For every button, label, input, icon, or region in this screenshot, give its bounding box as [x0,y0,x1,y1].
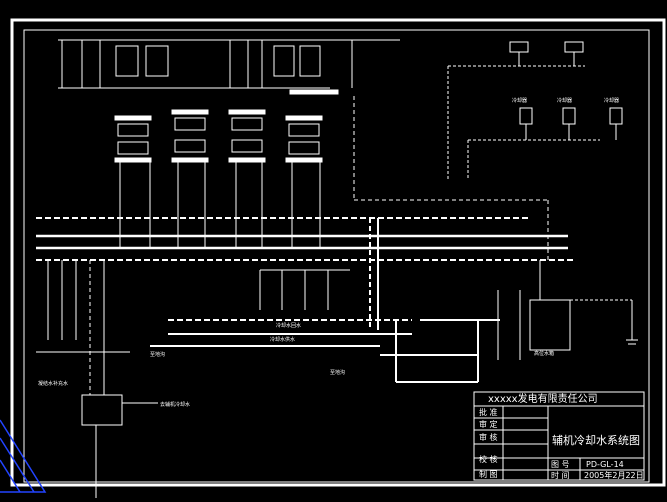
right-instrument-panels [447,41,623,180]
cooler-3-label: 冷却器 [604,97,619,104]
approve-label: 批 准 [479,407,498,417]
title-block [473,391,645,481]
top-instrument-panel [58,39,400,95]
main-headers [36,96,576,330]
cooler-2-label: 冷却器 [557,97,572,104]
company-name: xxxxx发电有限责任公司 [488,392,598,405]
left-downcomers [36,260,158,498]
drawing-no-label: 图 号 [551,460,570,469]
audit-label: 审 核 [479,432,498,442]
drain-left-label: 至地沟 [150,351,165,358]
cooler-1-label: 冷却器 [512,97,527,104]
bottom-left-tank-label: 凝结水补充水 [38,380,68,387]
lower-distribution [150,269,500,383]
check-label: 校 核 [479,454,498,464]
drawing-frame [10,18,666,487]
outlet-to-label: 去辅机冷却水 [160,401,190,408]
tank-label: 高位水箱 [534,350,554,357]
draw-label: 制 图 [479,469,498,479]
date-label: 时 间 [551,470,570,480]
blueprint-corner-mark [0,419,47,493]
drawing-title: 辅机冷却水系统图 [552,433,640,447]
cooler-units [114,109,323,248]
header-tank [497,260,638,360]
supply-pipe-label: 冷却水供水 [270,336,295,343]
review-label: 审 定 [479,419,498,429]
date-value: 2005年2月22日 [584,470,644,480]
drawing-no: PD-GL-14 [586,460,624,469]
drain-right-label: 至地沟 [330,369,345,376]
return-pipe-label: 冷却水回水 [276,322,301,329]
